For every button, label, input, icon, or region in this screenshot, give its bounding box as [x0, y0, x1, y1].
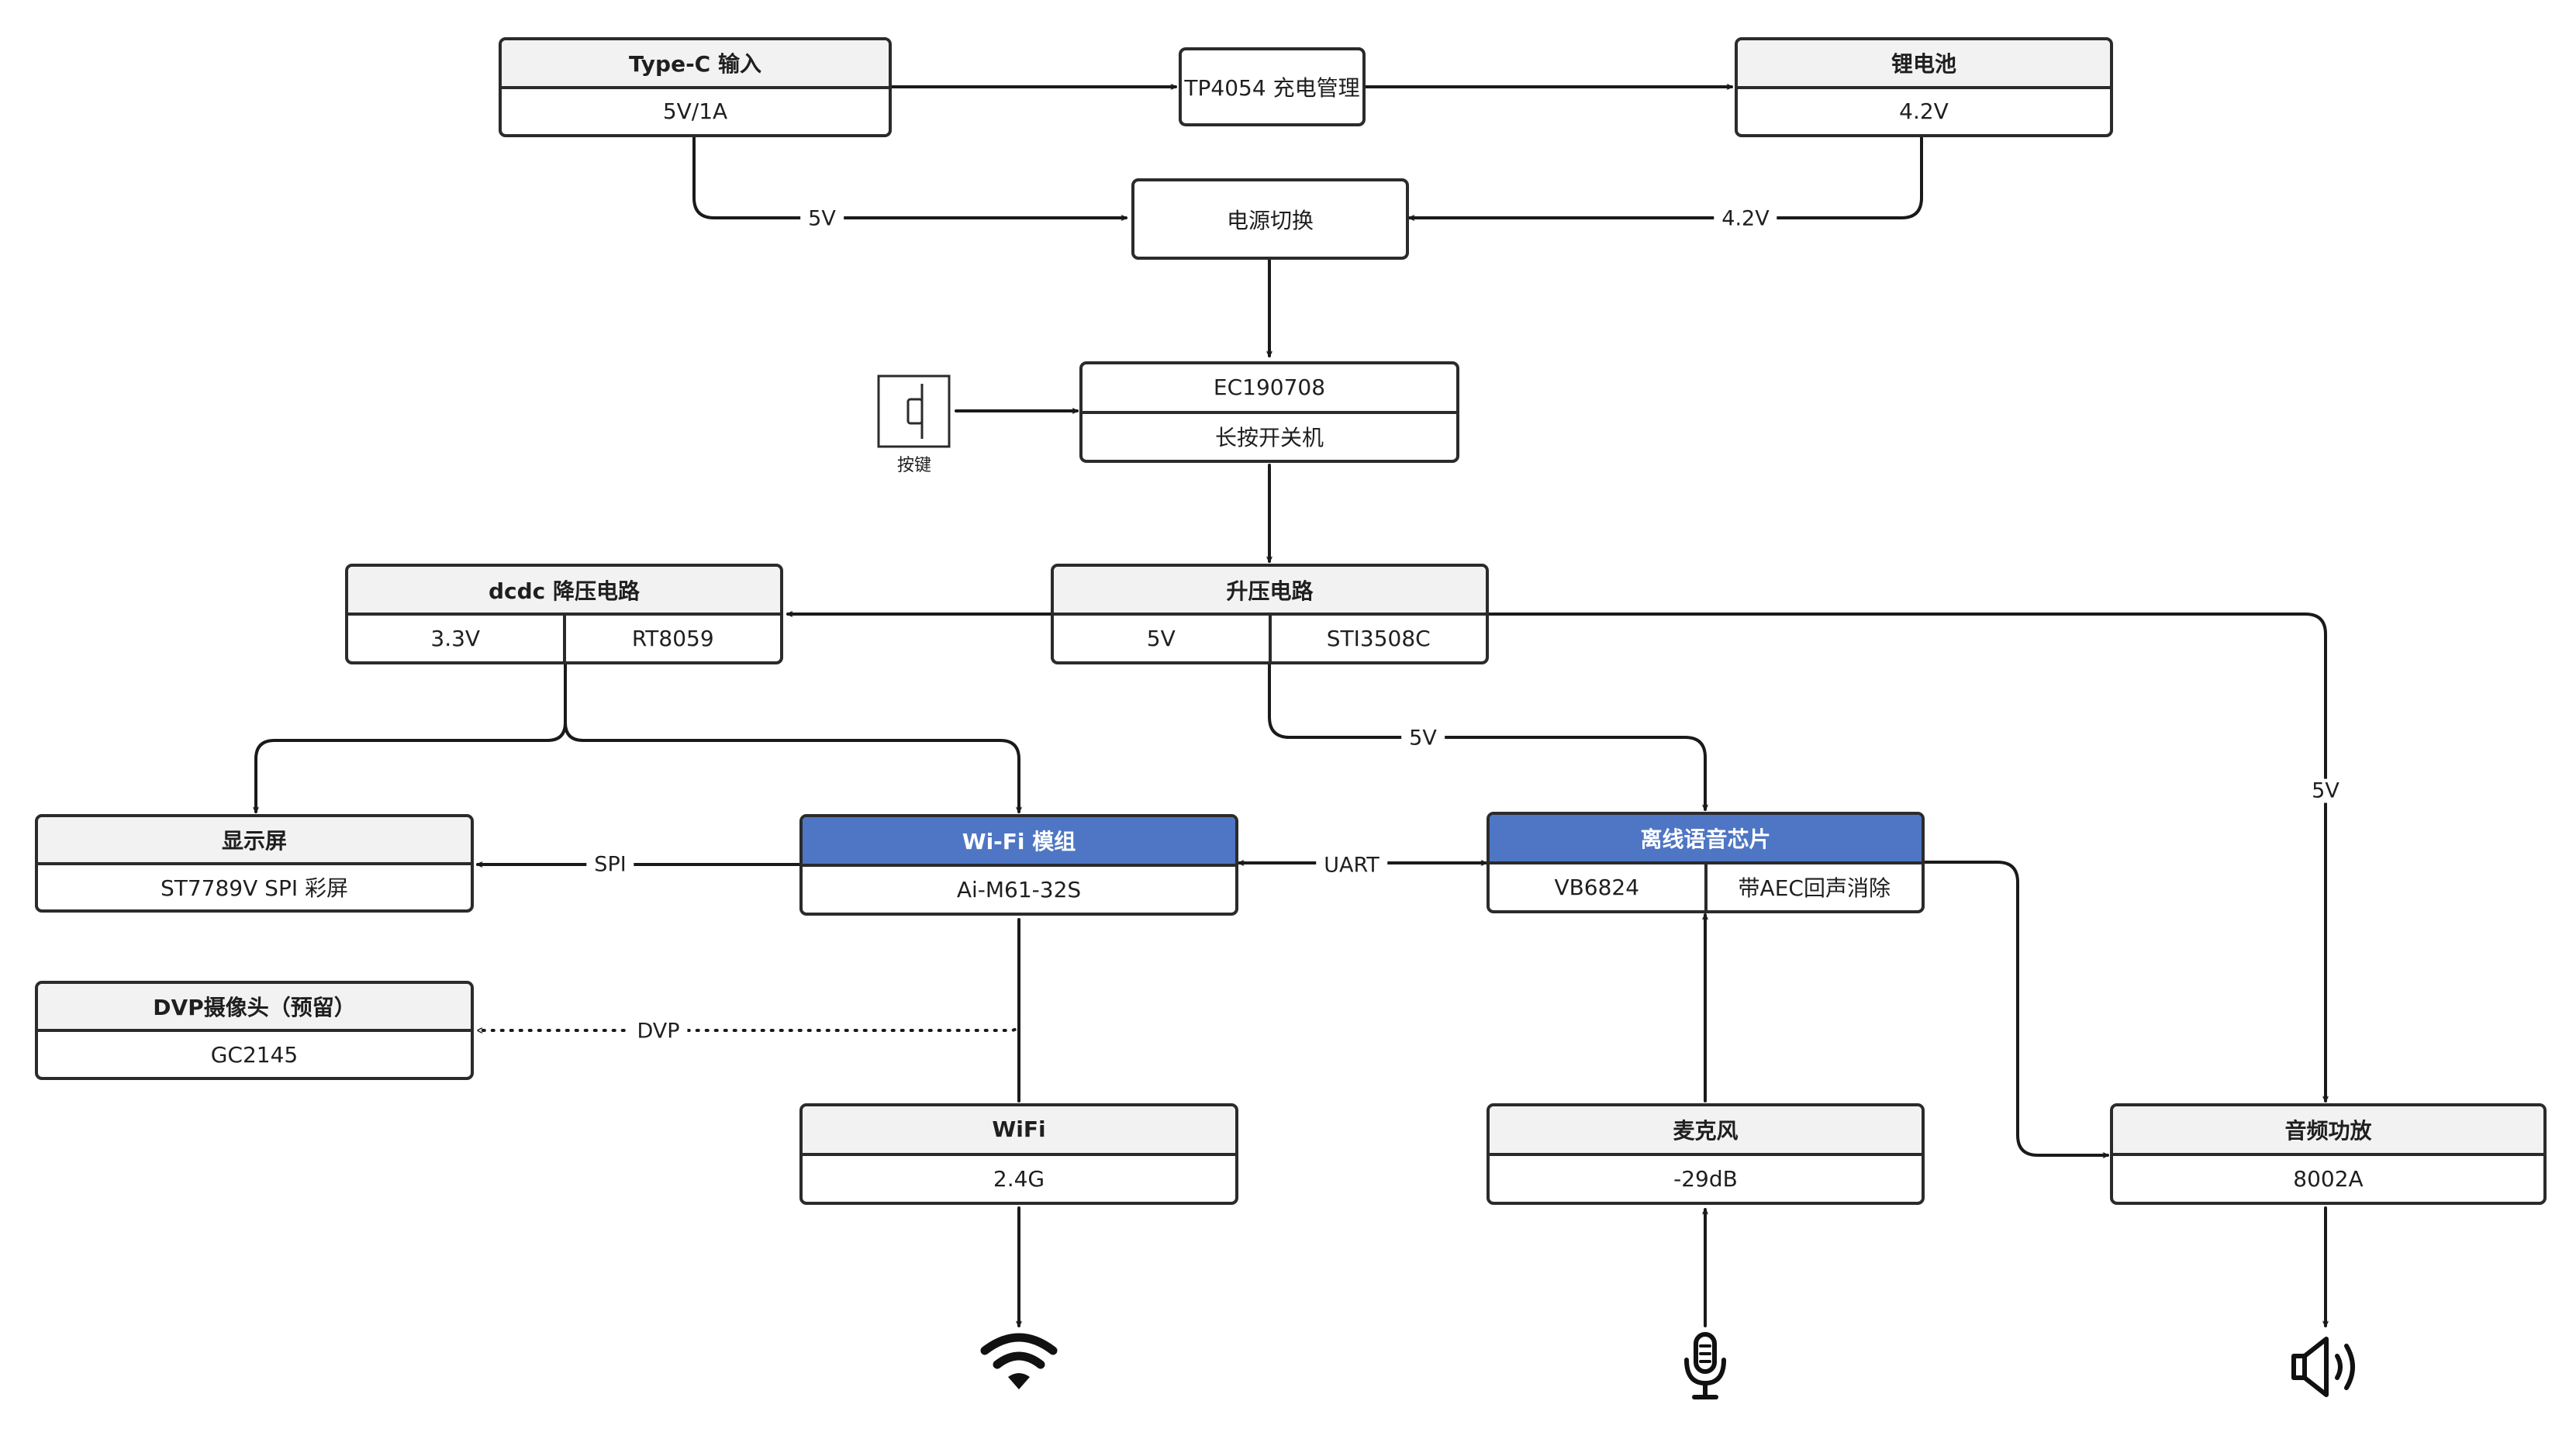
edge-voice-amp [1923, 861, 2109, 1155]
block-title: 麦克风 [1490, 1106, 1922, 1156]
battery-block[interactable]: 锂电池 4.2V [1735, 37, 2113, 137]
typec-input-block[interactable]: Type-C 输入 5V/1A [499, 37, 892, 137]
edge-dvp [476, 1020, 1020, 1030]
block-value: GC2145 [210, 1041, 299, 1068]
block-voltage: 5V [1146, 626, 1176, 651]
amp-block[interactable]: 音频功放 8002A [2110, 1103, 2547, 1205]
block-title: dcdc 降压电路 [348, 567, 780, 616]
edge-typec-switch [692, 136, 1127, 218]
block-value: 8002A [2293, 1165, 2364, 1192]
block-title: WiFi [803, 1106, 1235, 1156]
block-voltage: 3.3V [430, 626, 481, 651]
push-button-label: 按键 [896, 456, 932, 475]
block-chip: RT8059 [562, 616, 781, 661]
wifi-icon [979, 1330, 1059, 1394]
divider [1083, 410, 1456, 414]
edge-label-5v-typec: 5V [800, 206, 844, 231]
block-chip: VB6824 [1554, 874, 1640, 900]
block-chip: STI3508C [1268, 616, 1487, 661]
block-value: 4.2V [1899, 98, 1949, 125]
buck-block[interactable]: dcdc 降压电路 3.3V RT8059 [345, 564, 783, 664]
block-model: EC190708 [1213, 374, 1326, 401]
block-title: 离线语音芯片 [1490, 815, 1922, 864]
edge-label-dvp: DVP [629, 1019, 688, 1044]
block-label: TP4054 充电管理 [1184, 75, 1360, 101]
ec-block[interactable]: EC190708 长按开关机 [1079, 361, 1459, 463]
block-value: ST7789V SPI 彩屏 [160, 875, 348, 902]
block-title: DVP摄像头（预留） [38, 984, 471, 1032]
block-title: Type-C 输入 [502, 40, 889, 89]
block-title: 升压电路 [1054, 567, 1486, 616]
edge-label-4v2-battery: 4.2V [1714, 206, 1777, 231]
mic-block[interactable]: 麦克风 -29dB [1487, 1103, 1925, 1205]
power-switch-block[interactable]: 电源切换 [1131, 178, 1409, 260]
wifi-block[interactable]: WiFi 2.4G [799, 1103, 1238, 1205]
push-button-icon[interactable] [877, 374, 951, 448]
camera-block[interactable]: DVP摄像头（预留） GC2145 [35, 981, 474, 1080]
edge-buck-wifimod [564, 721, 1019, 813]
block-feature: 带AEC回声消除 [1704, 864, 1922, 910]
edge-label-5v-voice: 5V [1401, 726, 1445, 751]
block-value: 5V/1A [662, 98, 728, 125]
edge-battery-switch [1408, 136, 1923, 218]
block-title: Wi-Fi 模组 [803, 817, 1235, 867]
block-label: 电源切换 [1226, 207, 1314, 233]
block-title: 锂电池 [1738, 40, 2110, 89]
edge-boost-amp [1487, 613, 2326, 1103]
block-value: -29dB [1673, 1165, 1738, 1192]
wifi-module-block[interactable]: Wi-Fi 模组 Ai-M61-32S [799, 814, 1238, 916]
edge-label-spi: SPI [586, 852, 634, 877]
block-value: Ai-M61-32S [956, 876, 1082, 902]
tp4054-block[interactable]: TP4054 充电管理 [1179, 47, 1366, 126]
edge-label-5v-amp: 5V [2304, 778, 2347, 803]
edge-label-uart: UART [1316, 853, 1387, 878]
microphone-icon [1680, 1332, 1730, 1402]
block-function: 长按开关机 [1214, 425, 1324, 451]
block-title: 音频功放 [2113, 1106, 2543, 1156]
block-value: 2.4G [993, 1165, 1045, 1192]
boost-block[interactable]: 升压电路 5V STI3508C [1051, 564, 1489, 664]
edge-buck-display [256, 663, 567, 813]
block-title: 显示屏 [38, 817, 471, 865]
voice-chip-block[interactable]: 离线语音芯片 VB6824 带AEC回声消除 [1487, 812, 1925, 913]
speaker-icon [2291, 1335, 2365, 1399]
edge-boost-voice [1268, 663, 1705, 811]
display-block[interactable]: 显示屏 ST7789V SPI 彩屏 [35, 814, 474, 913]
